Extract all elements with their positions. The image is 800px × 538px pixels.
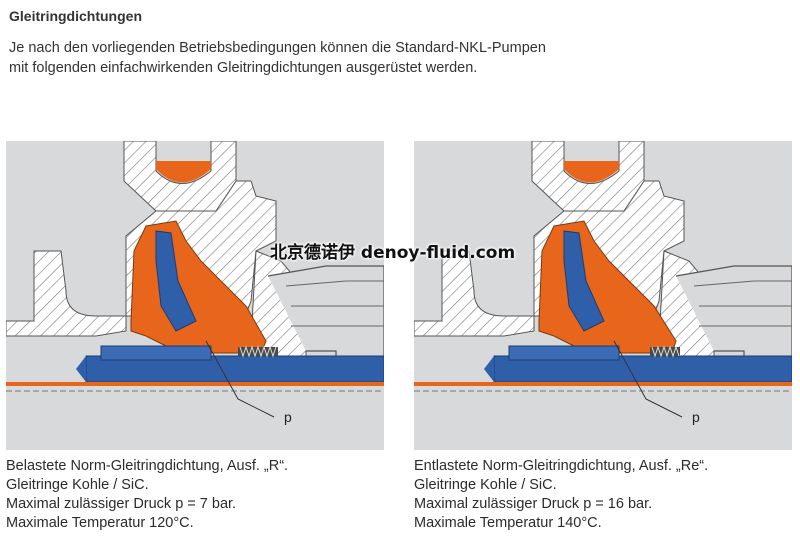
caption-line: Gleitringe Kohle / SiC. [414, 477, 557, 493]
casing-top [123, 141, 237, 212]
caption-loaded-seal: Belastete Norm-Gleitringdichtung, Ausf. … [6, 457, 288, 533]
pressure-label: p [284, 409, 292, 425]
caption-line: Belastete Norm-Gleitringdichtung, Ausf. … [6, 458, 289, 474]
seal-drawing-unloaded: p [414, 141, 792, 450]
caption-line: Gleitringe Kohle / SiC. [6, 477, 149, 493]
caption-line: Maximale Temperatur 120°C. [6, 515, 194, 531]
caption-line: Maximal zulässiger Druck p = 7 bar. [6, 496, 237, 512]
inlet-orange [564, 161, 619, 183]
caption-line: Maximale Temperatur 140°C. [414, 515, 602, 531]
seal-drawing-loaded: p [6, 141, 384, 450]
section-title: Gleitringdichtungen [9, 8, 142, 24]
watermark: 北京德诺伊 denoy-fluid.com [270, 243, 516, 263]
inlet-orange [156, 161, 211, 183]
caption-unloaded-seal: Entlastete Norm-Gleitringdichtung, Ausf.… [414, 457, 708, 533]
pressure-label: p [692, 409, 700, 425]
pressure-leader [205, 340, 275, 418]
caption-line: Maximal zulässiger Druck p = 16 bar. [414, 496, 653, 512]
caption-line: Entlastete Norm-Gleitringdichtung, Ausf.… [414, 458, 709, 474]
impeller-channel [155, 230, 197, 332]
pressure-leader [613, 340, 683, 418]
bearing-housing [675, 265, 792, 367]
casing-top [531, 141, 645, 212]
intro-line-1: Je nach den vorliegenden Betriebsbedingu… [9, 40, 546, 56]
intro-line-2: mit folgenden einfachwirkenden Gleitring… [9, 60, 478, 76]
seal-springs [650, 345, 680, 358]
bearing-housing [267, 265, 384, 367]
impeller-channel [563, 230, 605, 332]
seal-springs [238, 345, 278, 358]
intro-text: Je nach den vorliegenden Betriebsbedingu… [9, 38, 629, 78]
